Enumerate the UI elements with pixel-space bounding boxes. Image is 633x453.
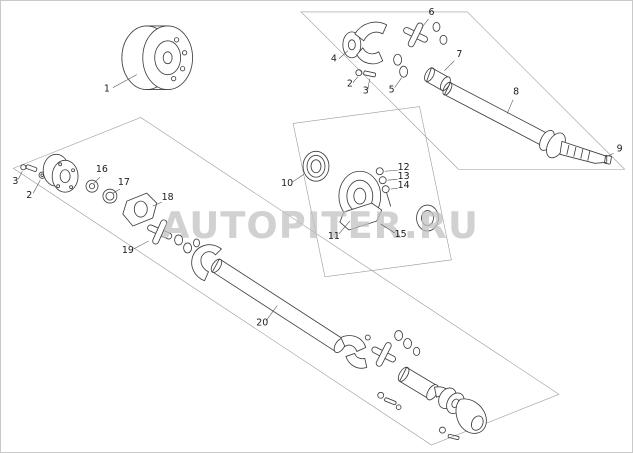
plate-center [292, 106, 452, 278]
plate-upper-right [300, 11, 626, 170]
part-number-17: 17 [118, 177, 130, 188]
callout-leader-9 [604, 153, 614, 158]
front-flange-yoke-4 [342, 21, 388, 65]
callout-leader-1 [112, 74, 137, 88]
splined-shaft-end-9 [559, 140, 612, 165]
roller-bearing-ring [416, 204, 439, 232]
washers-12-13-14 [375, 167, 392, 207]
rear-spider [371, 342, 396, 367]
flange-bolt-and-nut [20, 164, 46, 179]
part-number-1: 1 [104, 84, 110, 95]
ball-bearing-10 [302, 150, 330, 182]
part-number-2: 2 [347, 79, 353, 90]
part-number-10: 10 [281, 178, 293, 189]
part-number-8: 8 [513, 87, 519, 98]
callout-leader-5 [394, 77, 402, 88]
yoke-bolt-nut-2-3 [355, 69, 377, 78]
part-number-2: 2 [26, 190, 32, 201]
part-number-13: 13 [398, 171, 410, 182]
front-yoke-shaft20 [191, 244, 222, 282]
propeller-shaft-tube-20 [210, 258, 347, 354]
part-number-15: 15 [395, 229, 407, 240]
brake-drum [121, 25, 193, 91]
bearing-bracket-18 [122, 192, 158, 227]
bottom-nut-and-stud [439, 426, 460, 441]
dust-boot [455, 398, 487, 434]
lock-rings-5 [393, 53, 409, 78]
lock-ring-17 [102, 188, 118, 204]
grouping-plates [12, 11, 626, 446]
rear-yoke-shaft20 [340, 335, 368, 369]
callout-leader-3 [367, 78, 371, 90]
intermediate-shaft-8 [442, 81, 566, 159]
callout-leader-8 [506, 99, 514, 114]
bracket-15 [339, 202, 383, 231]
callout-leader-17 [112, 188, 121, 194]
callout-leader-18 [152, 201, 162, 207]
part-number-12: 12 [398, 162, 410, 173]
universal-joint-spider-19 [147, 219, 173, 245]
part-number-19: 19 [122, 245, 134, 256]
part-number-3: 3 [363, 86, 369, 97]
part-number-16: 16 [96, 164, 108, 175]
rear-cups-rings [364, 330, 421, 357]
callout-leader-10 [291, 174, 305, 183]
callout-leader-11 [338, 220, 351, 235]
part-number-7: 7 [456, 49, 462, 60]
drive-flange [42, 153, 79, 193]
callout-leader-7 [444, 60, 455, 71]
callout-leader-20 [266, 305, 278, 321]
part-number-6: 6 [428, 7, 434, 18]
part-number-4: 4 [331, 54, 337, 65]
callout-leader-16 [93, 177, 101, 184]
callout-leader-14 [390, 187, 398, 190]
callout-leader-4 [338, 50, 349, 59]
rear-flange-bolt [377, 391, 402, 411]
callout-leader-19 [133, 240, 149, 250]
callout-leader-15 [380, 223, 395, 234]
callout-leader-6 [421, 18, 429, 29]
part-number-20: 20 [256, 318, 268, 329]
part-number-14: 14 [398, 180, 410, 191]
sliding-sleeve-yoke [397, 366, 454, 403]
callout-leader-13 [387, 178, 398, 181]
part-number-18: 18 [162, 192, 174, 203]
callout-leader-3 [18, 171, 23, 180]
spider-6 [403, 21, 448, 48]
bearing-cups-and-rings [174, 234, 200, 254]
watermark: AUTOPITER.RU [161, 204, 479, 247]
washer-16 [85, 179, 99, 193]
callout-leader-2 [33, 180, 41, 194]
callout-leader-12 [384, 169, 398, 172]
callout-leader-2 [352, 76, 359, 83]
part-number-3: 3 [12, 176, 18, 187]
part-number-5: 5 [389, 85, 395, 96]
plate-lower [12, 117, 560, 446]
part-number-9: 9 [617, 143, 623, 154]
part-number-11: 11 [328, 231, 340, 242]
